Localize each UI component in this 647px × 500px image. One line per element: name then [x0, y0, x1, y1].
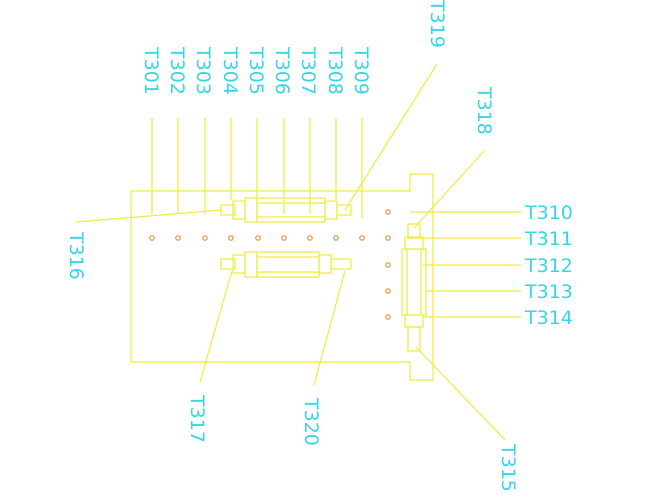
label-t301: T301 [140, 46, 162, 95]
label-t302: T302 [166, 46, 188, 95]
label-t311: T311 [524, 228, 573, 250]
leader-lines-diagonal [75, 63, 506, 441]
label-t312: T312 [524, 255, 573, 277]
label-t310: T310 [524, 202, 573, 224]
leader-lines-top [151, 118, 363, 218]
component-lower [220, 251, 352, 278]
board-outline [130, 173, 434, 381]
label-t308: T308 [324, 46, 346, 95]
label-t317: T317 [186, 394, 208, 443]
holes-column [385, 209, 391, 320]
label-t307: T307 [297, 46, 319, 95]
label-t318: T318 [473, 86, 495, 135]
label-t313: T313 [524, 281, 573, 303]
label-t303: T303 [192, 46, 214, 95]
component-upper [220, 197, 352, 223]
label-t306: T306 [271, 46, 293, 95]
label-t319: T319 [426, 0, 448, 48]
label-t305: T305 [245, 46, 267, 95]
label-t315: T315 [497, 443, 519, 492]
label-t316: T316 [65, 231, 87, 280]
label-t309: T309 [350, 46, 372, 95]
label-t320: T320 [300, 397, 322, 446]
holes-row [149, 235, 391, 241]
leader-lines-right [410, 211, 521, 318]
label-t314: T314 [524, 307, 573, 329]
label-t304: T304 [219, 46, 241, 95]
component-vertical [401, 223, 427, 352]
